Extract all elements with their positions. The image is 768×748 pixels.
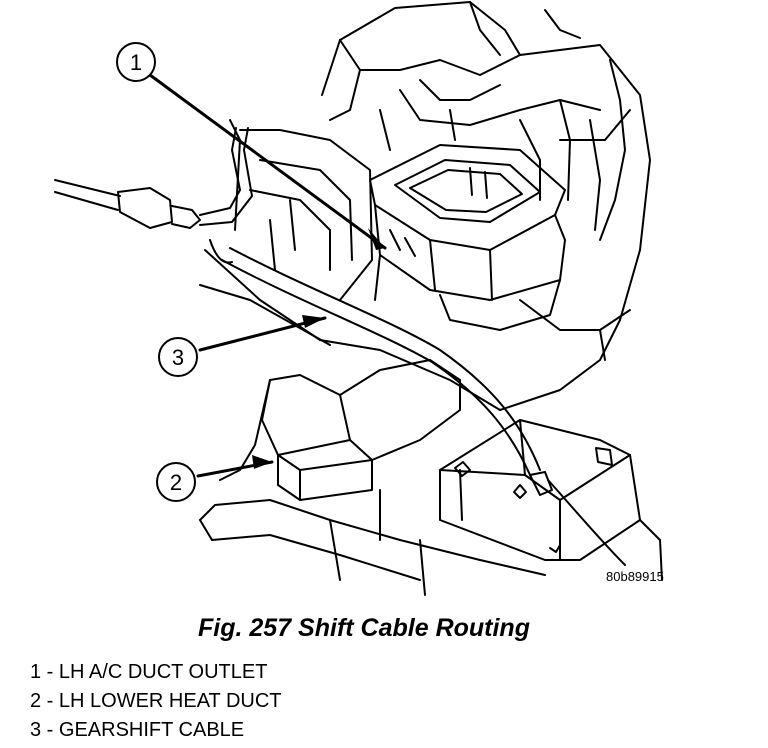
leader-arrowheads [252, 228, 385, 469]
figure-code: 80b89915 [606, 569, 664, 584]
legend-item: 3 - GEARSHIFT CABLE [30, 719, 245, 741]
legend-item: 2 - LH LOWER HEAT DUCT [30, 690, 282, 712]
callout-1: 1 [116, 42, 156, 82]
lh-lower-heat-duct [219, 359, 461, 501]
shift-cable-routing-illustration: 1 3 2 [54, 1, 663, 596]
callout-2-number: 2 [170, 470, 182, 495]
floor-pan [199, 469, 546, 596]
callout-3: 3 [158, 337, 198, 377]
leader-1 [148, 73, 387, 250]
floor-bracket [439, 419, 663, 581]
callout-1-number: 1 [130, 50, 142, 75]
callout-leaders [148, 73, 387, 478]
gearshift-cable [209, 239, 626, 566]
figure-caption: Fig. 257 Shift Cable Routing [198, 614, 530, 642]
callout-2: 2 [156, 462, 196, 502]
lh-ac-duct-outlet [369, 144, 566, 331]
legend: 1 - LH A/C DUCT OUTLET 2 - LH LOWER HEAT… [30, 658, 282, 745]
shift-cable-connector [54, 127, 253, 229]
callout-3-number: 3 [172, 345, 184, 370]
legend-item: 1 - LH A/C DUCT OUTLET [30, 661, 268, 683]
